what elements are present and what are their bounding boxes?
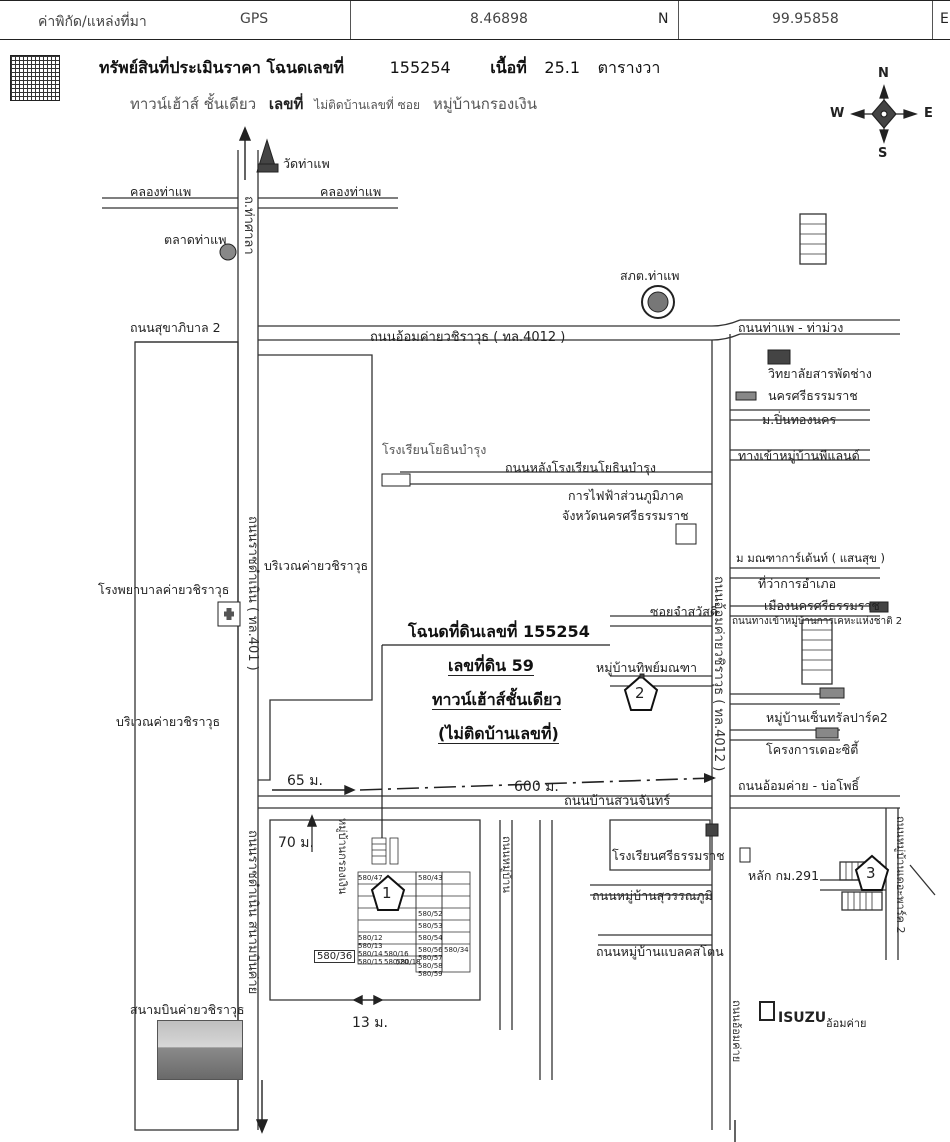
marker-1: 1: [382, 884, 392, 902]
road-om-bo-label: ถนนอ้อมค่าย - บ่อโพธิ์: [738, 778, 860, 793]
road-thalad-vertical-label: ถ.ท่าศาลา: [241, 196, 256, 255]
lot-label: 580/53: [418, 922, 443, 930]
road-tha-phae-label: ถนนท่าแพ - ท่าม่วง: [738, 320, 844, 335]
lot-label: 580/43: [418, 874, 443, 882]
longitude-direction: E: [940, 11, 949, 27]
road-suan-chan-label: ถนนบ้านสวนจันทร์: [564, 794, 671, 809]
area-unit: ตารางวา: [597, 58, 661, 77]
distance-13: 13 ม.: [352, 1015, 388, 1031]
district-label-2: เมืองนครศรีธรรมราช: [764, 598, 880, 613]
area-label: เนื้อที่: [490, 58, 527, 77]
district-label-1: ที่ว่าการอำเภอ: [758, 576, 837, 591]
lot-label: 580/47: [358, 874, 383, 882]
lot-label: 580/36: [314, 950, 356, 963]
road-om-khai-label: ถนนอ้อมค่ายวชิราวุธ ( ทล.4012 ): [370, 330, 566, 345]
latitude-direction: N: [658, 11, 669, 27]
lot-label: 580/56: [418, 946, 443, 954]
deed-number: 155254: [389, 58, 451, 77]
coordinate-label: ค่าพิกัด/แหล่งที่มา: [38, 14, 147, 30]
road-pee-land-label: ทางเข้าหมู่บ้านพีแลนด์: [738, 448, 860, 463]
area-value: 25.1: [544, 58, 581, 77]
asset-label: ทรัพย์สินที่ประเมินราคา โฉนดเลขที่: [99, 58, 345, 77]
soi-jamsat-label: ซอยจำสวัสดิ์: [650, 604, 719, 619]
lot-label: 580/54: [418, 934, 443, 942]
marker-2: 2: [635, 684, 645, 702]
grid-icon: [10, 55, 60, 101]
road-ratchadamnoen-label: ถนนราชดำเนิน ( ทล.401 ): [245, 516, 260, 671]
isuzu-label: ISUZU: [778, 1010, 827, 1026]
road-blackstone-label: ถนนหมู่บ้านแบลคสโตน: [596, 944, 724, 959]
camp-area-label-2: บริเวณค่ายวชิราวุธ: [116, 714, 221, 729]
canal-label-2: คลองท่าแพ: [320, 184, 382, 199]
road-krong-vertical-label: หมู่บ้านกรองเงิน: [336, 818, 349, 895]
deed-callout-line4: (ไม่ติดบ้านเลขที่): [438, 724, 559, 744]
school-sri-label: โรงเรียนศรีธรรมราช: [612, 848, 725, 863]
latitude-value: 8.46898: [470, 11, 528, 27]
compass-south: S: [878, 146, 888, 161]
deed-callout-line3: ทาวน์เฮ้าส์ชั้นเดียว: [432, 690, 562, 710]
road-suwannaphum-label: ถนนหมู่บ้านสุวรรณภูมิ: [592, 888, 713, 903]
school-yothin-label: โรงเรียนโยธินบำรุง: [382, 442, 487, 457]
distance-600: 600 ม.: [514, 779, 559, 795]
asset-title: ทรัพย์สินที่ประเมินราคา โฉนดเลขที่ 15525…: [99, 56, 660, 81]
lot-label: 580/14: [358, 950, 383, 958]
house-no-label: เลขที่: [268, 95, 304, 113]
road-district-label: ถนนทางเข้าหมู่บ้านการเคหะแห่งชาติ 2: [732, 616, 903, 627]
lot-label: 580/34: [444, 946, 469, 954]
village-name: หมู่บ้านกรองเงิน: [432, 95, 537, 113]
canal-label-1: คลองท่าแพ: [130, 184, 192, 199]
road-soi-vertical-label: ถนนอ้อมค่าย: [730, 1000, 743, 1063]
project-city-label: โครงการเดอะซิตี้: [766, 742, 859, 757]
road-yothin-label: ถนนหลังโรงเรียนโยธินบำรุง: [505, 460, 657, 475]
distance-70: 70 ม.: [278, 835, 314, 851]
college-label-1: วิทยาลัยสารพัดช่าง: [768, 366, 872, 381]
police-label: สภต.ท่าแพ: [620, 268, 680, 283]
house-no-value: ไม่ติดบ้านเลขที่ ซอย: [314, 98, 421, 112]
lot-label: 580/16: [384, 950, 409, 958]
road-sukhapiban-label: ถนนสุขาภิบาล 2: [130, 320, 221, 335]
village-central-label: หมู่บ้านเซ็นทรัลปาร์ค2: [766, 710, 888, 725]
asset-subtitle: ทาวน์เฮ้าส์ ชั้นเดียว เลขที่ ไม่ติดบ้านเ…: [130, 92, 537, 116]
deed-callout-line2: เลขที่ดิน 59: [448, 656, 534, 676]
lot-label: 580/52: [418, 910, 443, 918]
lot-label: 580/20: [384, 958, 409, 966]
market-label: ตลาดท่าแพ: [164, 232, 227, 247]
lot-label: 580/15: [358, 958, 383, 966]
wat-label: วัดท่าแพ: [283, 156, 330, 171]
lot-label: 580/13: [358, 942, 383, 950]
compass-north: N: [878, 66, 889, 81]
asset-type: ทาวน์เฮ้าส์ ชั้นเดียว: [130, 95, 257, 113]
hospital-label: โรงพยาบาลค่ายวชิราวุธ: [98, 582, 230, 597]
coordinate-header: ค่าพิกัด/แหล่งที่มา GPS 8.46898 N 99.958…: [0, 0, 950, 40]
airport-label: สนามบินค่ายวชิราวุธ: [130, 1002, 245, 1017]
pea-label-1: การไฟฟ้าส่วนภูมิภาค: [568, 488, 684, 503]
road-the-park-vertical-label: ถนนหมู่บ้านเดอะพาร์ค 2: [894, 816, 907, 934]
mandala-label: ม มณฑาการ์เด้นท์ ( แสนสุข ): [736, 551, 886, 565]
km-stone-label: หลัก กม.291: [748, 868, 820, 883]
road-airport-vertical-label: ถนนราชดำเนิน สนามบินค่าย: [245, 830, 260, 995]
compass-east: E: [924, 106, 933, 121]
village-thip-label: หมู่บ้านทิพย์มณฑา: [596, 660, 698, 675]
road-suan-vertical-label: ถนนหมู่บ้าน: [500, 836, 513, 893]
longitude-value: 99.95858: [772, 11, 839, 27]
college-label-2: นครศรีธรรมราช: [768, 388, 858, 403]
lot-label: 580/12: [358, 934, 383, 942]
village-pin-label: ม.ปิ่นทองนคร: [762, 412, 837, 427]
lot-label: 580/57: [418, 954, 443, 962]
lot-label: 580/59: [418, 970, 443, 978]
lot-label: 580/18: [396, 958, 421, 966]
airport-photo: [157, 1020, 243, 1080]
coordinate-source: GPS: [240, 11, 269, 27]
camp-area-label-1: บริเวณค่ายวชิราวุธ: [264, 558, 369, 573]
pea-label-2: จังหวัดนครศรีธรรมราช: [562, 508, 689, 523]
lot-label: 580/58: [418, 962, 443, 970]
road-om-khai-vertical-label: ถนนอ้อมค่ายวชิราวุธ ( ทล.4012 ): [711, 576, 726, 772]
distance-65: 65 ม.: [287, 773, 323, 789]
compass-west: W: [830, 106, 845, 121]
marker-3: 3: [866, 864, 876, 882]
isuzu-branch-label: อ้อมค่าย: [826, 1017, 867, 1030]
deed-callout-line1: โฉนดที่ดินเลขที่ 155254: [408, 622, 590, 641]
